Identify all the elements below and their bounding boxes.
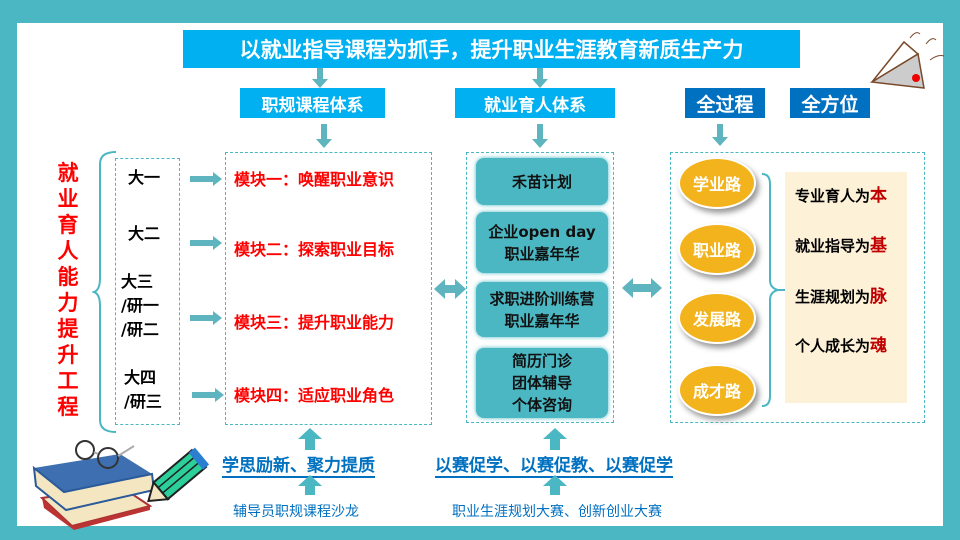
module-label: 模块四：适应职业角色 (234, 386, 395, 405)
motto-text: 个人成长为 (795, 337, 871, 355)
down-arrow (312, 68, 328, 88)
program-line: 简历门诊 (511, 352, 572, 370)
paper-plane-icon (869, 32, 945, 89)
modules-box (225, 152, 432, 425)
project-title: 就业育人能力提升工程 (57, 161, 79, 419)
module-label: 模块三：提升职业能力 (234, 313, 395, 332)
program-line: 职业嘉年华 (504, 311, 580, 330)
path-oval: 成才路 (678, 364, 756, 416)
motto-key: 本 (870, 186, 888, 206)
right-arrow (190, 236, 222, 250)
path-oval: 学业路 (678, 157, 756, 209)
program-line: 求职进阶训练营 (489, 289, 595, 308)
brace-icon (761, 173, 786, 407)
module-label: 模块二：探索职业目标 (234, 240, 395, 259)
down-arrow (712, 124, 728, 146)
grade-label: 大四 /研三 (124, 368, 162, 411)
paths-box (670, 152, 925, 423)
program-line: 个体咨询 (511, 396, 572, 414)
right-source: 职业生涯规划大赛、创新创业大赛 (452, 504, 662, 520)
program-card: 禾苗计划 (476, 158, 608, 205)
program-line: 禾苗计划 (511, 172, 572, 191)
right-arrow (190, 172, 222, 186)
double-arrow (434, 279, 466, 299)
up-arrow (298, 475, 322, 495)
motto-key: 魂 (870, 336, 888, 356)
right-slogan: 以赛促学、以赛促教、以赛促学 (435, 451, 673, 478)
grade-label: 大三 /研一 /研二 (121, 272, 159, 339)
up-arrow (298, 428, 322, 450)
path-oval: 发展路 (678, 292, 756, 344)
motto: 专业育人为本 (795, 181, 887, 206)
grades-box (115, 158, 180, 425)
motto-text: 就业指导为 (795, 237, 871, 255)
module-label: 模块一：唤醒职业意识 (234, 170, 395, 189)
motto: 个人成长为魂 (795, 331, 887, 356)
program-card: 企业open day 职业嘉年华 (476, 212, 608, 273)
programs-box (466, 152, 614, 423)
motto-key: 基 (870, 236, 888, 256)
all-round-header: 全方位 (790, 88, 870, 118)
books-icon (32, 440, 210, 530)
motto: 就业指导为基 (795, 231, 887, 256)
program-line: 企业open day (488, 222, 596, 241)
motto-key: 脉 (870, 287, 888, 307)
course-system-header: 职规课程体系 (240, 88, 385, 118)
program-line: 职业嘉年华 (504, 244, 580, 263)
program-line: 团体辅导 (511, 374, 572, 392)
right-arrow (190, 311, 222, 325)
program-card: 简历门诊团体辅导个体咨询 (476, 348, 608, 418)
education-system-header: 就业育人体系 (455, 88, 615, 118)
right-arrow (192, 388, 224, 402)
motto-text: 专业育人为 (795, 187, 871, 205)
slide-title: 以就业指导课程为抓手，提升职业生涯教育新质生产力 (183, 30, 800, 68)
motto-panel (785, 172, 907, 403)
program-card: 求职进阶训练营职业嘉年华 (476, 282, 608, 337)
grade-label: 大二 (128, 224, 161, 243)
whole-process-header: 全过程 (685, 88, 765, 118)
down-arrow (316, 124, 332, 148)
grade-label: 大一 (128, 168, 161, 187)
motto: 生涯规划为脉 (795, 282, 887, 307)
path-oval: 职业路 (678, 223, 756, 275)
up-arrow (543, 475, 567, 495)
down-arrow (532, 124, 548, 148)
motto-text: 生涯规划为 (795, 288, 871, 306)
brace-icon (92, 151, 117, 433)
down-arrow (532, 68, 548, 88)
left-slogan: 学思励新、聚力提质 (222, 451, 375, 478)
left-source: 辅导员职规课程沙龙 (233, 504, 359, 520)
up-arrow (543, 428, 567, 450)
double-arrow (622, 278, 662, 298)
